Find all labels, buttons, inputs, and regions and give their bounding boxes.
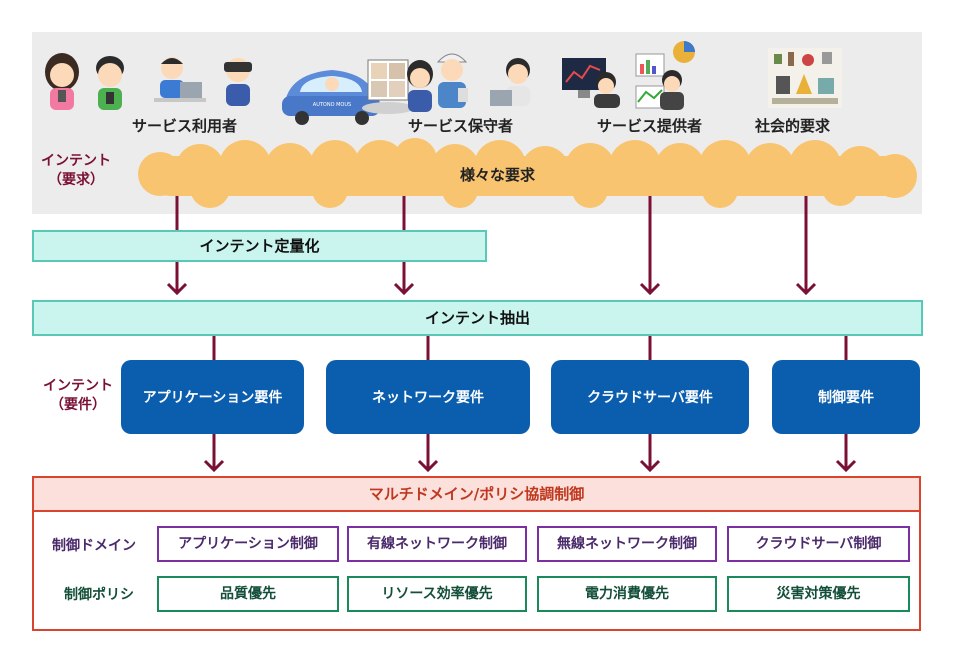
maintainer-operator-icon — [490, 58, 530, 106]
intent-request-label-line1: インテント — [41, 153, 111, 169]
arrow-head-1 — [166, 282, 188, 296]
requirement-box-network: ネットワーク要件 — [326, 360, 530, 434]
requirements-cloud — [138, 138, 917, 208]
social-issues-icon — [768, 48, 842, 108]
requirement-box-cloud-server: クラウドサーバ要件 — [551, 360, 749, 434]
provider-charts-icon — [635, 41, 695, 110]
domain-label-wired-network: 有線ネットワーク制御 — [367, 536, 507, 552]
user-vr-icon — [224, 58, 252, 106]
domain-label-cloud-server: クラウドサーバ制御 — [755, 536, 882, 552]
multidomain-policy-header: マルチドメイン/ポリシ協調制御 — [34, 478, 919, 512]
group-label-service-maintainers: サービス保守者 — [408, 117, 514, 135]
requirement-label-control: 制御要件 — [818, 390, 874, 406]
intent-requirement-label-line2: （要件） — [50, 397, 106, 413]
intent-quantification-bar: インテント定量化 — [32, 230, 487, 262]
intent-extraction-bar: インテント抽出 — [32, 300, 923, 336]
arrow-head-4 — [795, 282, 817, 296]
maintainer-engineer-icon — [436, 53, 468, 108]
policy-label-disaster-recovery: 災害対策優先 — [776, 586, 861, 602]
intent-quantification-label: インテント定量化 — [199, 237, 320, 255]
policy-box-quality: 品質優先 — [157, 576, 339, 612]
intent-extraction-label: インテント抽出 — [424, 309, 530, 327]
policy-label-quality: 品質優先 — [220, 586, 276, 602]
intent-requirement-label: インテント （要件） — [30, 377, 126, 415]
multidomain-policy-title: マルチドメイン/ポリシ協調制御 — [368, 485, 585, 503]
domain-box-wired-network: 有線ネットワーク制御 — [347, 526, 527, 562]
group-label-service-providers: サービス提供者 — [597, 117, 703, 135]
domain-box-wireless-network: 無線ネットワーク制御 — [537, 526, 717, 562]
intent-request-label-line2: （要求） — [48, 172, 104, 188]
video-meeting-icon — [362, 59, 414, 114]
policy-box-resource-efficiency: リソース効率優先 — [347, 576, 527, 612]
intent-request-label: インテント （要求） — [34, 152, 118, 190]
requirement-label-application: アプリケーション要件 — [142, 390, 283, 406]
intent-requirement-label-line1: インテント — [43, 378, 113, 394]
maintainer-woman-icon — [407, 60, 433, 112]
domain-box-cloud-server: クラウドサーバ制御 — [727, 526, 910, 562]
control-domain-label: 制御ドメイン — [52, 538, 136, 554]
domain-label-application: アプリケーション制御 — [178, 536, 318, 552]
requirement-box-application: アプリケーション要件 — [121, 360, 304, 434]
policy-box-disaster-recovery: 災害対策優先 — [727, 576, 910, 612]
arrow-head-2 — [393, 282, 415, 296]
autonomous-car-icon: AUTONO MOUS — [282, 70, 380, 125]
domain-box-application: アプリケーション制御 — [157, 526, 339, 562]
svg-text:AUTONO MOUS: AUTONO MOUS — [313, 102, 351, 108]
user-laptop-icon — [154, 57, 206, 102]
group-label-social-requirements: 社会的要求 — [755, 117, 831, 135]
requirement-label-network: ネットワーク要件 — [372, 390, 484, 406]
requirement-box-control: 制御要件 — [772, 360, 920, 434]
stakeholder-illustrations: AUTONO MOUS — [45, 41, 842, 125]
requirement-label-cloud-server: クラウドサーバ要件 — [587, 390, 713, 406]
domain-label-wireless-network: 無線ネットワーク制御 — [557, 536, 697, 552]
arrow-head-3 — [639, 282, 661, 296]
group-label-service-users: サービス利用者 — [132, 117, 238, 135]
policy-label-power-consumption: 電力消費優先 — [585, 586, 669, 602]
policy-box-power-consumption: 電力消費優先 — [537, 576, 717, 612]
user-girl-icon — [45, 53, 79, 110]
provider-monitor-icon — [562, 58, 620, 108]
control-policy-label: 制御ポリシ — [64, 587, 134, 603]
policy-label-resource-efficiency: リソース効率優先 — [381, 586, 493, 602]
user-boy-icon — [96, 56, 124, 110]
cloud-label: 様々な要求 — [460, 166, 536, 184]
